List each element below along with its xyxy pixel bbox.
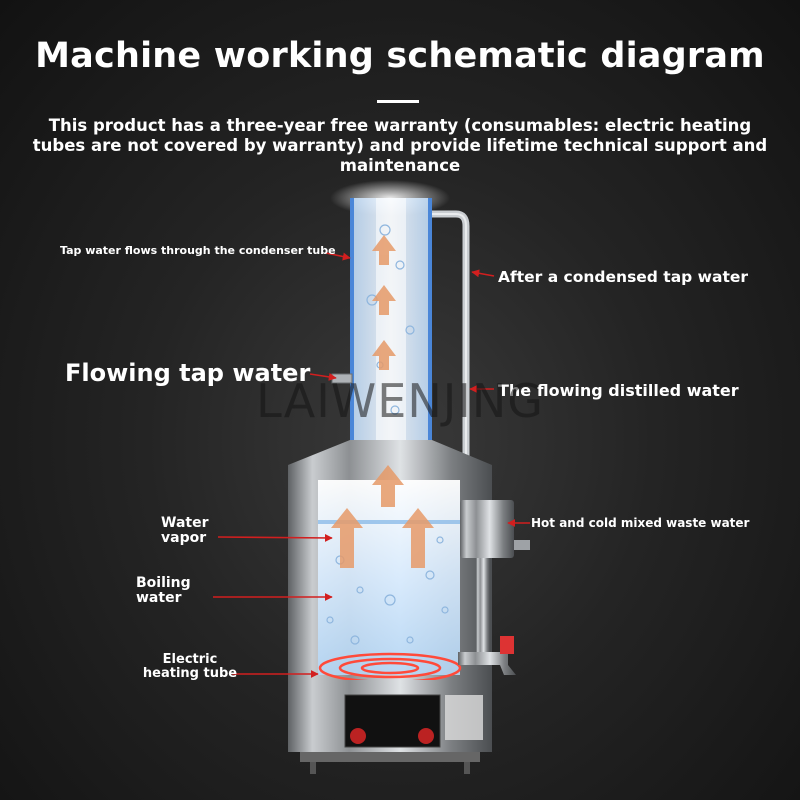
power-button-left xyxy=(350,728,366,744)
label-flowing-tap-water: Flowing tap water xyxy=(65,359,311,387)
power-button-right xyxy=(418,728,434,744)
label-distilled-water: The flowing distilled water xyxy=(498,381,739,400)
label-water-vapor: Water vapor xyxy=(161,515,209,546)
diagram-title: Machine working schematic diagram xyxy=(35,36,765,76)
label-heating-tube: Electric heating tube xyxy=(142,652,238,681)
condenser-blue-edge-left xyxy=(350,198,354,448)
label-condensed-tap-water: After a condensed tap water xyxy=(498,268,749,286)
title-divider xyxy=(377,100,419,103)
collector-down-pipe xyxy=(476,558,490,658)
watermark: LAIWENJING xyxy=(256,374,544,428)
water-bubbles xyxy=(326,224,449,645)
distilled-tap xyxy=(458,652,516,675)
tap-handle xyxy=(500,636,514,654)
pointer-arrows xyxy=(213,252,530,678)
warranty-subtitle: This product has a three-year free warra… xyxy=(32,116,768,175)
boiler-water xyxy=(318,480,460,675)
boiler-feet xyxy=(300,752,480,762)
condenser-blue-edge-right xyxy=(428,198,432,448)
label-boiling-water: Boiling water xyxy=(136,575,191,606)
vapor-arrows xyxy=(331,235,434,568)
boiler-lid xyxy=(288,440,492,465)
waste-collector xyxy=(460,500,514,558)
label-waste-water: Hot and cold mixed waste water xyxy=(531,516,750,530)
label-tap-flow: Tap water flows through the condenser tu… xyxy=(60,244,336,257)
